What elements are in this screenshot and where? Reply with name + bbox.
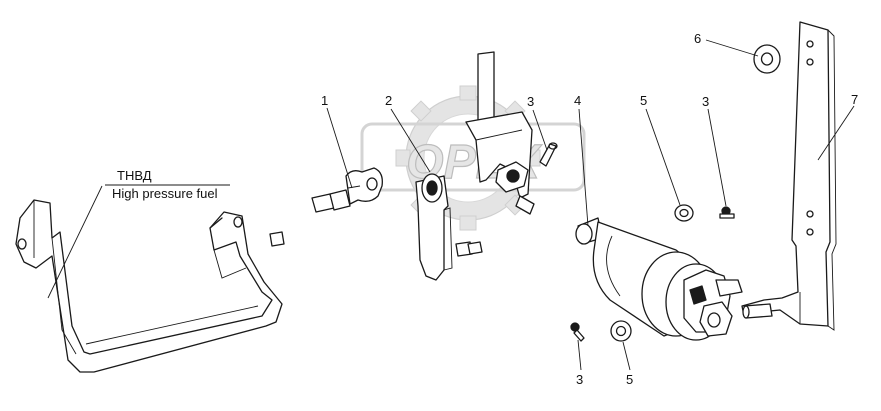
fuel-label: ТНВД High pressure fuel xyxy=(47,168,230,299)
fuel-label-ru: ТНВД xyxy=(117,168,152,183)
callout-2: 2 xyxy=(385,93,392,108)
callout-3-upper-right: 3 xyxy=(702,94,709,109)
pump-bracket xyxy=(15,199,285,373)
ball-joint xyxy=(311,167,383,213)
callout-leaders xyxy=(326,39,855,371)
bolt-lower xyxy=(570,322,585,342)
washer-upper xyxy=(674,204,694,222)
cotter-pin-upper xyxy=(539,142,558,167)
callout-3-center: 3 xyxy=(527,94,534,109)
callout-3-lower: 3 xyxy=(576,372,583,387)
fuel-label-leader xyxy=(47,185,103,299)
callout-4: 4 xyxy=(574,93,581,108)
callout-5-lower: 5 xyxy=(626,372,633,387)
mounting-plate xyxy=(741,21,837,331)
callout-1: 1 xyxy=(321,93,328,108)
fuel-label-en: High pressure fuel xyxy=(112,186,218,201)
callout-6: 6 xyxy=(694,31,701,46)
washer-6 xyxy=(753,44,781,74)
bolt-upper xyxy=(719,206,735,219)
callout-numbers: 1 2 3 4 5 3 6 7 3 5 xyxy=(321,31,858,387)
solenoid xyxy=(575,217,743,341)
lever xyxy=(415,173,483,281)
washer-lower xyxy=(610,320,632,342)
callout-5-upper: 5 xyxy=(640,93,647,108)
callout-7: 7 xyxy=(851,92,858,107)
shaft-bracket xyxy=(465,51,535,215)
